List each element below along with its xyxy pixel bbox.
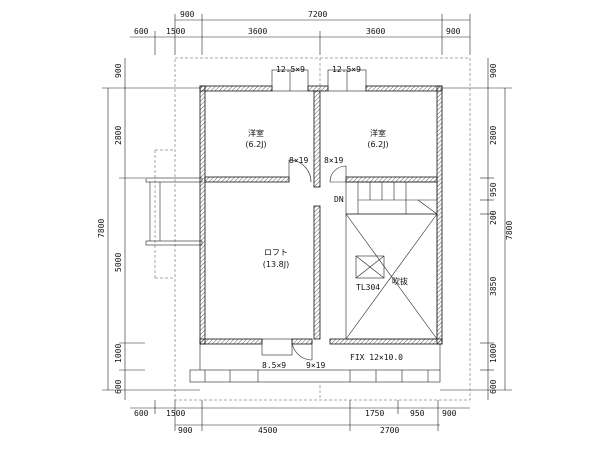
right-dimensions: 900 2800 950 200 3850 1000 600 7800 [440, 58, 514, 400]
dim-right-total: 7800 [505, 221, 514, 240]
dim-top-1500: 1500 [166, 27, 185, 36]
dim-bottom-900b: 900 [178, 426, 193, 435]
label-door-right: 8×19 [324, 156, 343, 165]
top-windows [271, 69, 367, 92]
dim-top-900: 900 [180, 10, 195, 19]
dim-right-900: 900 [489, 63, 498, 78]
dim-bottom-1750: 1750 [365, 409, 384, 418]
label-tl: TL304 [356, 283, 380, 292]
open-void [345, 213, 438, 340]
dim-left-1000: 1000 [114, 344, 123, 363]
dim-right-200: 200 [489, 210, 498, 225]
dim-bottom-950: 950 [410, 409, 425, 418]
dim-top-3600b: 3600 [366, 27, 385, 36]
top-dimensions: 900 7200 600 1500 3600 3600 900 [130, 10, 471, 55]
dim-right-1000: 1000 [489, 344, 498, 363]
dim-right-950: 950 [489, 182, 498, 197]
room-east-name: 洋室 [370, 128, 386, 138]
stairs [345, 181, 438, 215]
dim-bottom-1500: 1500 [166, 409, 185, 418]
dim-bottom-2700: 2700 [380, 426, 399, 435]
side-balcony [145, 177, 203, 246]
dim-left-600: 600 [114, 379, 123, 394]
label-window-top-left: 12.5×9 [276, 65, 305, 74]
dim-right-600: 600 [489, 379, 498, 394]
bottom-deck [189, 344, 441, 383]
eaves-outline [174, 57, 471, 401]
room-west-size: (6.2J) [245, 140, 266, 149]
room-loft-size: (13.8J) [263, 260, 289, 269]
room-west-name: 洋室 [248, 128, 264, 138]
doors [261, 159, 347, 361]
left-dimensions: 7800 900 2800 5000 1000 600 [97, 58, 200, 400]
room-loft-name: ロフト [264, 248, 288, 257]
label-door-bottom: 9×19 [306, 361, 325, 370]
dim-bottom-4500: 4500 [258, 426, 277, 435]
label-fix-window: FIX 12×10.0 [350, 353, 403, 362]
dim-top-900b: 900 [446, 27, 461, 36]
dim-left-5000: 5000 [114, 253, 123, 272]
dim-left-total: 7800 [97, 219, 106, 238]
dim-top-600: 600 [134, 27, 149, 36]
label-window-bottom: 8.5×9 [262, 361, 286, 370]
label-window-top-right: 12.5×9 [332, 65, 361, 74]
label-door-left: 8×19 [289, 156, 308, 165]
label-stair-dn: DN [334, 195, 344, 204]
dim-right-3850: 3850 [489, 277, 498, 296]
dim-top-7200: 7200 [308, 10, 327, 19]
dim-right-2800: 2800 [489, 126, 498, 145]
interior-walls [204, 90, 438, 340]
dim-left-900: 900 [114, 63, 123, 78]
exterior-walls [199, 85, 443, 345]
room-east-size: (6.2J) [367, 140, 388, 149]
bottom-dimensions: 600 1500 1750 950 900 900 4500 2700 [130, 400, 470, 435]
dim-top-3600a: 3600 [248, 27, 267, 36]
dim-left-2800: 2800 [114, 126, 123, 145]
dim-bottom-900: 900 [442, 409, 457, 418]
dim-bottom-600: 600 [134, 409, 149, 418]
room-open-name: 吹抜 [392, 276, 408, 286]
